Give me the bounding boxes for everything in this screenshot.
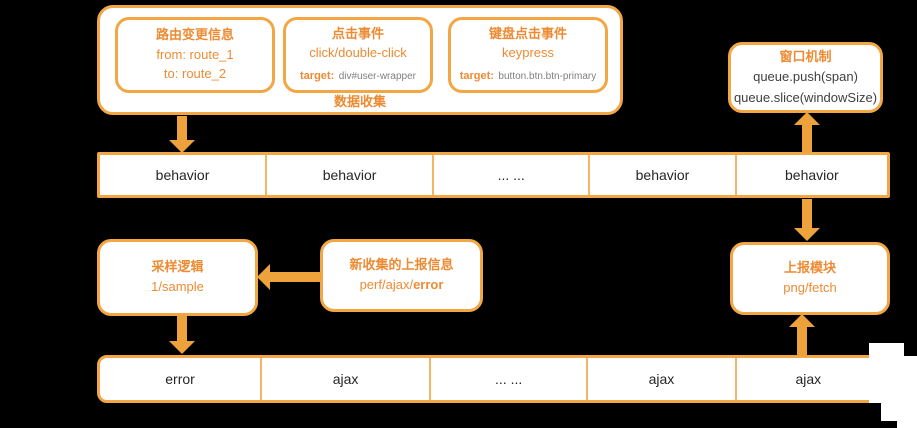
arrow-queue-to-report bbox=[789, 314, 815, 356]
report-module-title: 上报模块 bbox=[783, 260, 836, 276]
arrow-down-head bbox=[794, 228, 820, 241]
click-event-card: 点击事件 click/double-click target: div#user… bbox=[283, 17, 433, 93]
report-methods-line: png/fetch bbox=[783, 280, 837, 295]
target-value: button.btn.btn-primary bbox=[498, 71, 597, 83]
queue-slice-line: queue.slice(windowSize) bbox=[733, 89, 878, 105]
keypress-event-line: keypress bbox=[501, 45, 555, 61]
arrow-up-head bbox=[789, 314, 815, 327]
keypress-target-row: target: button.btn.btn-primary bbox=[460, 65, 597, 84]
window-mechanism-title: 窗口机制 bbox=[779, 48, 832, 64]
route-change-title: 路由变更信息 bbox=[155, 26, 234, 42]
target-value: div#user-wrapper bbox=[338, 71, 416, 83]
click-target-row: target: div#user-wrapper bbox=[300, 65, 416, 84]
white-artifact bbox=[869, 356, 917, 403]
behavior-queue-bar: behavior behavior ... ... behavior behav… bbox=[97, 152, 890, 198]
behavior-cell: behavior bbox=[588, 155, 734, 195]
white-artifact bbox=[897, 420, 917, 428]
white-artifact bbox=[881, 402, 917, 421]
arrow-stem bbox=[802, 124, 812, 153]
ajax-cell: ajax bbox=[734, 358, 880, 400]
arrow-sample-to-queue bbox=[169, 315, 195, 354]
new-report-info-title: 新收集的上报信息 bbox=[349, 257, 454, 273]
arrow-stem bbox=[797, 326, 807, 356]
arrow-newreport-to-sample bbox=[257, 264, 321, 290]
arrow-down-head bbox=[169, 140, 195, 153]
new-report-types-line: perf/ajax/error bbox=[360, 277, 444, 294]
arrow-stem bbox=[269, 272, 321, 282]
report-module-box: 上报模块 png/fetch bbox=[730, 242, 890, 315]
target-label: target: bbox=[459, 70, 494, 83]
behavior-cell: behavior bbox=[265, 155, 432, 195]
arrow-left-head bbox=[257, 264, 270, 290]
arrow-stem bbox=[802, 199, 812, 229]
behavior-cell: behavior bbox=[734, 155, 887, 195]
white-artifact bbox=[869, 343, 904, 357]
sample-logic-title: 采样逻辑 bbox=[151, 259, 204, 275]
arrow-behavior-to-report bbox=[794, 199, 820, 241]
queue-ellipsis-cell: ... ... bbox=[429, 358, 586, 400]
new-report-info-box: 新收集的上报信息 perf/ajax/error bbox=[320, 239, 483, 312]
ajax-cell: ajax bbox=[260, 358, 429, 400]
arrow-collection-to-behavior bbox=[169, 116, 195, 153]
route-from-line: from: route_1 bbox=[156, 46, 234, 62]
sample-rate-line: 1/sample bbox=[151, 279, 204, 294]
arrow-down-head bbox=[169, 341, 195, 354]
click-event-line: click/double-click bbox=[309, 45, 407, 61]
error-cell: error bbox=[165, 371, 195, 387]
behavior-cell: behavior bbox=[155, 167, 210, 183]
data-collection-caption: 数据收集 bbox=[333, 94, 386, 109]
behavior-ellipsis-cell: ... ... bbox=[432, 155, 588, 195]
target-label: target: bbox=[300, 70, 335, 83]
report-types-error: error bbox=[413, 277, 444, 292]
arrow-behavior-to-window bbox=[794, 112, 820, 153]
queue-push-line: queue.push(span) bbox=[753, 69, 858, 85]
sample-logic-box: 采样逻辑 1/sample bbox=[97, 239, 258, 316]
click-event-title: 点击事件 bbox=[331, 25, 384, 41]
arrow-stem bbox=[177, 116, 187, 141]
route-to-line: to: route_2 bbox=[163, 66, 227, 82]
event-queue-bar: error ajax ... ... ajax ajax bbox=[97, 355, 883, 403]
data-collection-group: 路由变更信息 from: route_1 to: route_2 点击事件 cl… bbox=[97, 5, 623, 115]
keypress-event-title: 键盘点击事件 bbox=[488, 25, 567, 41]
keypress-event-card: 键盘点击事件 keypress target: button.btn.btn-p… bbox=[448, 17, 608, 93]
ajax-cell: ajax bbox=[586, 358, 734, 400]
window-mechanism-box: 窗口机制 queue.push(span) queue.slice(window… bbox=[728, 42, 883, 113]
arrow-stem bbox=[177, 315, 187, 342]
arrow-up-head bbox=[794, 112, 820, 125]
route-change-card: 路由变更信息 from: route_1 to: route_2 bbox=[115, 17, 275, 93]
report-types-prefix: perf/ajax/ bbox=[359, 277, 414, 292]
